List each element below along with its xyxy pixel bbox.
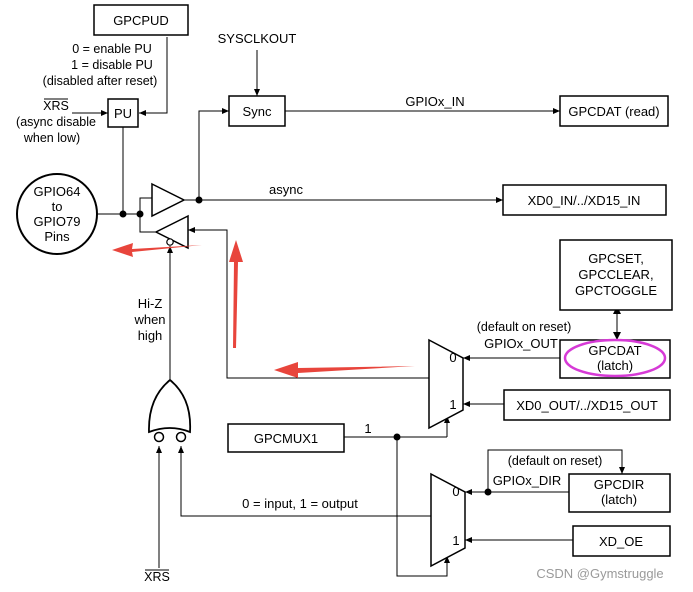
junctions <box>119 196 492 496</box>
hiz-label-line: high <box>138 328 163 343</box>
wire-to-sync <box>198 108 229 200</box>
mux-select-value-label: 1 <box>364 421 371 436</box>
annotation-arrows <box>112 240 415 378</box>
pins-label-line: Pins <box>44 229 70 244</box>
pu-label: PU <box>114 106 132 121</box>
xd-in-label: XD0_IN/../XD15_IN <box>528 193 641 208</box>
gpctoggle-label: GPCTOGGLE <box>575 283 657 298</box>
junction-dot <box>484 488 492 496</box>
xd-out-block: XD0_OUT/../XD15_OUT <box>503 389 671 421</box>
arrowhead-down <box>613 332 621 340</box>
mux0-input-one-label: 1 <box>449 397 456 412</box>
gpcdir-sublabel: (latch) <box>601 492 637 507</box>
gpcclear-label: GPCCLEAR, <box>578 267 653 282</box>
xd-out-label: XD0_OUT/../XD15_OUT <box>516 398 658 413</box>
gpcset-block: GPCSET, GPCCLEAR, GPCTOGGLE <box>559 239 673 311</box>
input-buffer-icon <box>151 182 186 218</box>
red-arrow-left-icon <box>274 362 415 378</box>
xd-in-block: XD0_IN/../XD15_IN <box>502 184 667 216</box>
wire-dir-or <box>178 446 431 517</box>
wire-gpcdir-feedback <box>487 449 625 492</box>
junction-dot <box>136 210 144 218</box>
direction-mux-icon <box>430 472 466 568</box>
gpcdir-block: GPCDIR (latch) <box>568 473 671 513</box>
sync-label: Sync <box>243 104 272 119</box>
output-mux-icon <box>428 338 464 430</box>
sync-block: Sync <box>228 95 286 127</box>
gpcdat-read-label: GPCDAT (read) <box>568 104 659 119</box>
xrs-note-line: when low) <box>23 131 80 145</box>
gpiox-in-label: GPIOx_IN <box>405 94 464 109</box>
mux1-input-zero-label: 0 <box>452 484 459 499</box>
gpcdat-read-block: GPCDAT (read) <box>559 95 669 127</box>
xd-oe-label: XD_OE <box>599 534 643 549</box>
gpcmux1-label: GPCMUX1 <box>254 431 318 446</box>
gpiox-out-label: GPIOx_OUT <box>484 336 558 351</box>
enable-bubble-icon <box>166 238 174 246</box>
watermark: CSDN @Gymstruggle <box>536 566 663 581</box>
wire-mux0-outbuf <box>188 227 429 379</box>
junction-dot <box>393 433 401 441</box>
inverted-input-bubble-icon <box>175 431 187 443</box>
wire-node-outbuf <box>139 214 158 233</box>
hiz-label-line: Hi-Z <box>138 296 163 311</box>
pu-block: PU <box>107 98 139 128</box>
gpcdat-latch-label: GPCDAT <box>588 343 641 358</box>
wire-node-inbuf <box>139 197 152 214</box>
gpcpud-label: GPCPUD <box>113 13 169 28</box>
red-arrow-left-icon <box>112 243 202 257</box>
gpcdir-label: GPCDIR <box>594 477 645 492</box>
pu-note-line: 0 = enable PU <box>72 42 152 56</box>
xrs-note-line: (async disable <box>16 115 96 129</box>
default-on-reset-label: (default on reset) <box>508 454 603 468</box>
pins-label-line: GPIO79 <box>34 214 81 229</box>
default-on-reset-label: (default on reset) <box>477 320 572 334</box>
gpcdat-latch-sublabel: (latch) <box>597 358 633 373</box>
pu-note-line: 1 = disable PU <box>71 58 153 72</box>
sysclkout-label: SYSCLKOUT <box>218 31 297 46</box>
xrs-top-label: XRS <box>43 99 69 113</box>
pins-circle: GPIO64 to GPIO79 Pins <box>16 173 98 255</box>
pins-label-line: GPIO64 <box>34 184 81 199</box>
junction-dot <box>119 210 127 218</box>
inverted-input-bubble-icon <box>153 431 165 443</box>
hiz-label-line: when <box>133 312 165 327</box>
wires <box>72 37 625 577</box>
xrs-bottom-label: XRS <box>144 570 170 584</box>
red-arrow-up-icon <box>229 240 243 348</box>
junction-dot <box>195 196 203 204</box>
mux1-input-one-label: 1 <box>452 533 459 548</box>
pins-label-line: to <box>52 199 63 214</box>
mux0-input-zero-label: 0 <box>449 350 456 365</box>
gpcmux1-block: GPCMUX1 <box>227 423 345 453</box>
wire-sel-mux1 <box>396 437 450 577</box>
or-gate-icon <box>148 378 192 434</box>
highlight-ellipse <box>563 338 667 378</box>
async-label: async <box>269 182 303 197</box>
xd-oe-block: XD_OE <box>572 525 671 557</box>
wire-gpcpud-pu <box>139 37 168 116</box>
pu-note-line: (disabled after reset) <box>43 74 158 88</box>
gpcset-label: GPCSET, <box>588 251 644 266</box>
gpcpud-block: GPCPUD <box>93 4 189 36</box>
gpiox-dir-label: GPIOx_DIR <box>493 473 562 488</box>
direction-note-label: 0 = input, 1 = output <box>242 496 358 511</box>
